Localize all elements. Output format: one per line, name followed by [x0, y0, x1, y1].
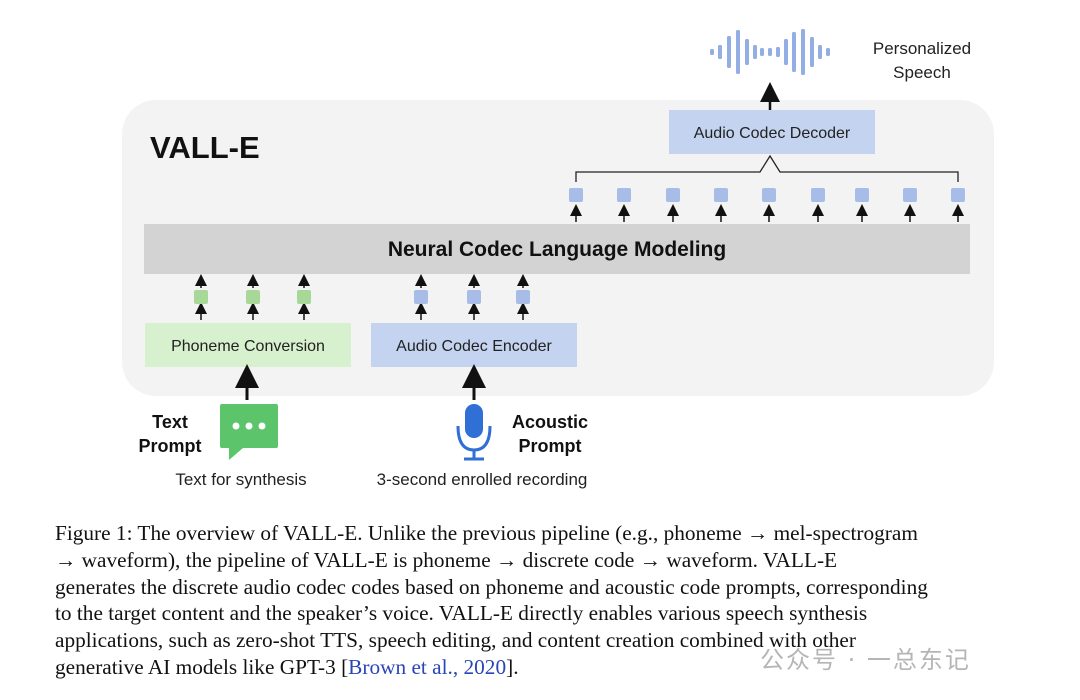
figure-caption: Figure 1: The overview of VALL-E. Unlike… — [55, 520, 1065, 681]
codec-token — [951, 188, 965, 202]
phoneme-token — [246, 290, 260, 304]
codec-token — [855, 188, 869, 202]
waveform-bar — [792, 32, 796, 72]
caption-line: applications, such as zero-shot TTS, spe… — [55, 628, 856, 653]
audio-codec-encoder-label: Audio Codec Encoder — [396, 338, 552, 355]
codec-token — [903, 188, 917, 202]
codec-token — [811, 188, 825, 202]
neural-codec-lm-bar — [144, 224, 970, 274]
waveform-bar — [736, 30, 740, 74]
output-label-line1: Personalized — [873, 39, 971, 58]
audio-codec-encoder-box — [371, 323, 577, 367]
codec-token — [714, 188, 728, 202]
phoneme-conversion-box — [145, 323, 351, 367]
vall-e-title: VALL-E — [150, 130, 260, 165]
caption-text: generative AI models like GPT-3 [ — [55, 654, 349, 679]
caption-text: ]. — [506, 654, 519, 679]
waveform-icon — [710, 29, 830, 75]
caption-line: generative AI models like GPT-3 [Brown e… — [55, 654, 1065, 681]
caption-line: → waveform), the pipeline of VALL-E is p… — [55, 547, 838, 572]
output-code-tokens — [569, 188, 965, 222]
acoustic-token — [516, 290, 530, 304]
phoneme-token — [194, 290, 208, 304]
caption-line: Figure 1: The overview of VALL-E. Unlike… — [55, 521, 918, 545]
chat-bubble-icon — [220, 404, 278, 460]
decoder-bracket — [575, 154, 959, 182]
waveform-bar — [745, 39, 749, 65]
output-label-line2: Speech — [893, 63, 951, 82]
waveform-bar — [768, 48, 772, 56]
enrolled-recording-label: 3-second enrolled recording — [377, 470, 588, 489]
waveform-bar — [784, 39, 788, 65]
waveform-bar — [718, 45, 722, 59]
microphone-icon — [456, 404, 492, 461]
codec-token — [569, 188, 583, 202]
waveform-bar — [818, 45, 822, 59]
text-prompt-line1: Text — [152, 412, 188, 432]
waveform-bar — [801, 29, 805, 75]
waveform-bar — [760, 48, 764, 56]
citation-link[interactable]: Brown et al., 2020 — [348, 654, 507, 679]
waveform-bar — [826, 48, 830, 56]
text-prompt-line2: Prompt — [139, 436, 202, 456]
waveform-bar — [810, 37, 814, 67]
waveform-bar — [727, 36, 731, 68]
vall-e-overview-diagram: VALL-E Personalized Speech Audio Codec D… — [122, 29, 994, 489]
caption-line: generates the discrete audio codec codes… — [55, 574, 928, 599]
acoustic-token — [467, 290, 481, 304]
waveform-bar — [710, 49, 714, 55]
waveform-bar — [776, 47, 780, 57]
audio-codec-decoder-label: Audio Codec Decoder — [694, 125, 851, 142]
waveform-bar — [753, 45, 757, 59]
acoustic-prompt-line2: Prompt — [519, 436, 582, 456]
neural-codec-lm-label: Neural Codec Language Modeling — [388, 238, 726, 261]
acoustic-prompt-line1: Acoustic — [512, 412, 588, 432]
codec-token — [617, 188, 631, 202]
watermark: 公众号 · 一总东记 — [760, 646, 971, 674]
text-for-synthesis-label: Text for synthesis — [175, 470, 306, 489]
acoustic-token — [414, 290, 428, 304]
codec-token — [666, 188, 680, 202]
caption-line: to the target content and the speaker’s … — [55, 601, 868, 626]
input-tokens — [194, 274, 530, 320]
phoneme-token — [297, 290, 311, 304]
audio-codec-decoder-box — [669, 110, 875, 154]
phoneme-conversion-label: Phoneme Conversion — [171, 338, 325, 355]
codec-token — [762, 188, 776, 202]
